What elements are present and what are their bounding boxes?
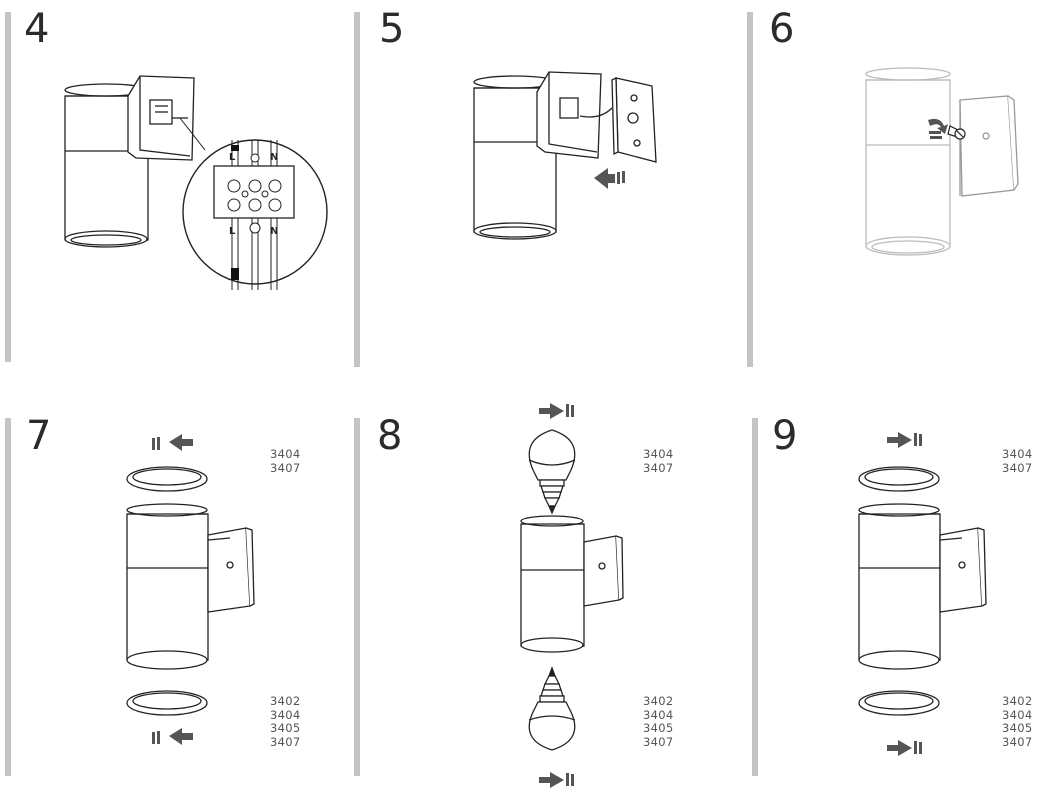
glass-ring-icon	[126, 466, 208, 492]
rotate-arrow-icon	[539, 403, 574, 419]
step-number: 4	[24, 6, 50, 52]
model-list: 3402 3404 3405 3407	[1002, 694, 1033, 749]
panel-divider	[5, 12, 11, 362]
model-number: 3404	[1002, 447, 1033, 461]
wall-mounting-plate-icon	[611, 76, 657, 163]
glass-ring-icon	[858, 690, 940, 716]
cylinder-lamp-icon	[858, 503, 941, 670]
terminal-neutral-label: N	[270, 226, 278, 237]
model-list: 3404 3407	[270, 447, 301, 475]
model-number: 3407	[270, 460, 301, 475]
model-number: 3402	[270, 694, 301, 708]
step-number: 8	[377, 413, 403, 459]
model-number: 3404	[643, 447, 674, 461]
model-number: 3404	[1002, 707, 1033, 722]
terminal-neutral-label: N	[270, 152, 278, 163]
cylinder-lamp-icon	[520, 515, 585, 653]
panel-divider	[354, 418, 360, 776]
step-number: 9	[772, 413, 798, 459]
wall-mounting-plate-icon	[127, 75, 195, 161]
wall-mounting-plate-icon	[939, 527, 987, 613]
model-number: 3407	[270, 734, 301, 749]
glass-ring-icon	[858, 466, 940, 492]
step-number: 6	[769, 6, 795, 52]
cylinder-lamp-icon	[473, 75, 557, 240]
led-bulb-icon	[528, 666, 576, 751]
model-number: 3404	[270, 447, 301, 461]
model-list: 3404 3407	[643, 447, 674, 475]
panel-divider	[752, 418, 758, 776]
rotate-arrow-icon	[152, 434, 193, 451]
cylinder-lamp-icon	[64, 83, 149, 248]
push-arrow-icon	[594, 168, 625, 189]
model-number: 3407	[643, 734, 674, 749]
panel-divider	[747, 12, 753, 367]
wall-mounting-plate-icon	[959, 95, 1019, 197]
model-list: 3402 3404 3405 3407	[270, 694, 301, 749]
cylinder-lamp-icon	[126, 503, 209, 670]
model-list: 3402 3404 3405 3407	[643, 694, 674, 749]
rotate-arrow-icon	[152, 728, 193, 745]
rotate-arrow-icon	[887, 432, 922, 448]
model-number: 3404	[270, 707, 301, 722]
panel-divider	[5, 418, 11, 776]
model-number: 3405	[643, 721, 674, 735]
screw-icon	[947, 125, 966, 140]
rotate-arrow-icon	[887, 740, 922, 756]
glass-ring-icon	[126, 690, 208, 716]
model-number: 3404	[643, 707, 674, 722]
model-number: 3407	[1002, 734, 1033, 749]
model-number: 3405	[1002, 721, 1033, 735]
model-number: 3407	[1002, 460, 1033, 475]
terminal-live-label: L	[229, 226, 236, 237]
model-number: 3402	[1002, 694, 1033, 708]
cylinder-lamp-icon	[865, 67, 951, 256]
wall-mounting-plate-icon	[536, 71, 613, 159]
step-number: 5	[379, 6, 405, 52]
led-bulb-icon	[528, 429, 576, 515]
wall-mounting-plate-icon	[207, 527, 255, 613]
wall-mounting-plate-icon	[583, 535, 624, 607]
model-number: 3402	[643, 694, 674, 708]
model-list: 3404 3407	[1002, 447, 1033, 475]
terminal-live-label: L	[229, 152, 236, 163]
step-number: 7	[26, 413, 52, 459]
model-number: 3405	[270, 721, 301, 735]
terminal-block-icon: L N L N	[182, 139, 328, 290]
model-number: 3407	[643, 460, 674, 475]
panel-divider	[354, 12, 360, 367]
rotate-arrow-icon	[539, 772, 574, 788]
rotate-arrow-icon	[928, 118, 948, 139]
